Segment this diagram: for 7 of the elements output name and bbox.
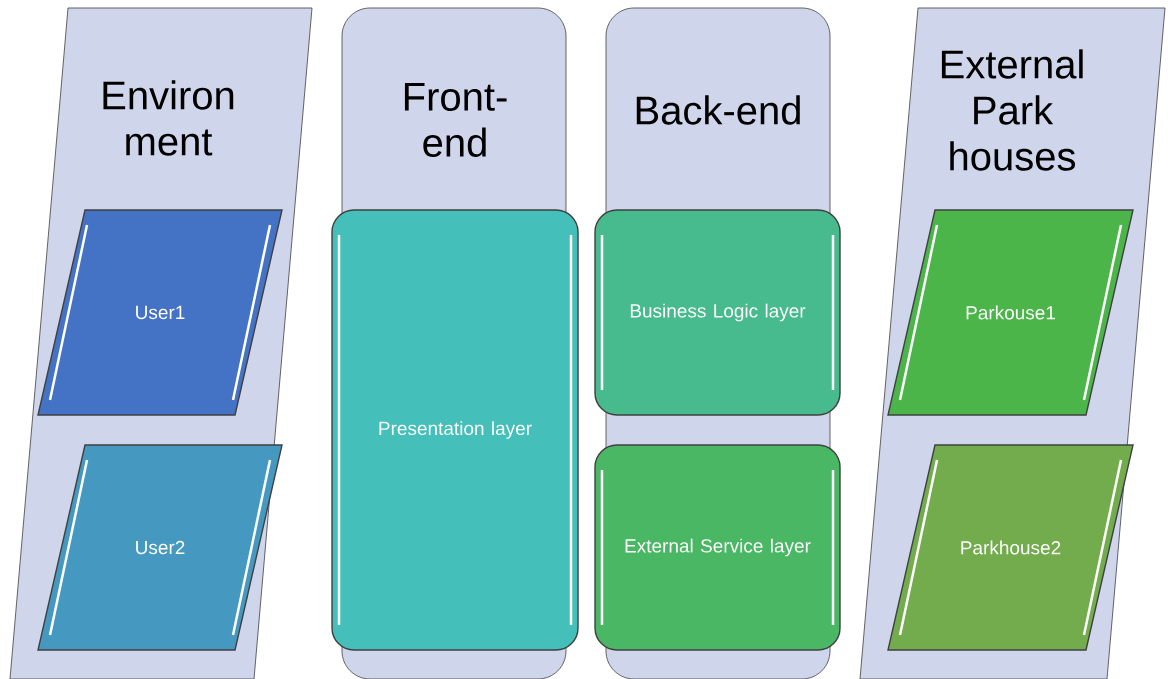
parallelogram-box: Parkouse1 — [887, 209, 1134, 416]
parallelogram-box: Parkhouse2 — [887, 444, 1134, 651]
rounded-box: Business Logic layer — [594, 209, 841, 416]
rounded-box: External Service layer — [594, 444, 841, 651]
rounded-box: Presentation layer — [331, 209, 579, 651]
parallelogram-box: User1 — [37, 209, 283, 416]
parallelogram-box: User2 — [37, 444, 283, 651]
